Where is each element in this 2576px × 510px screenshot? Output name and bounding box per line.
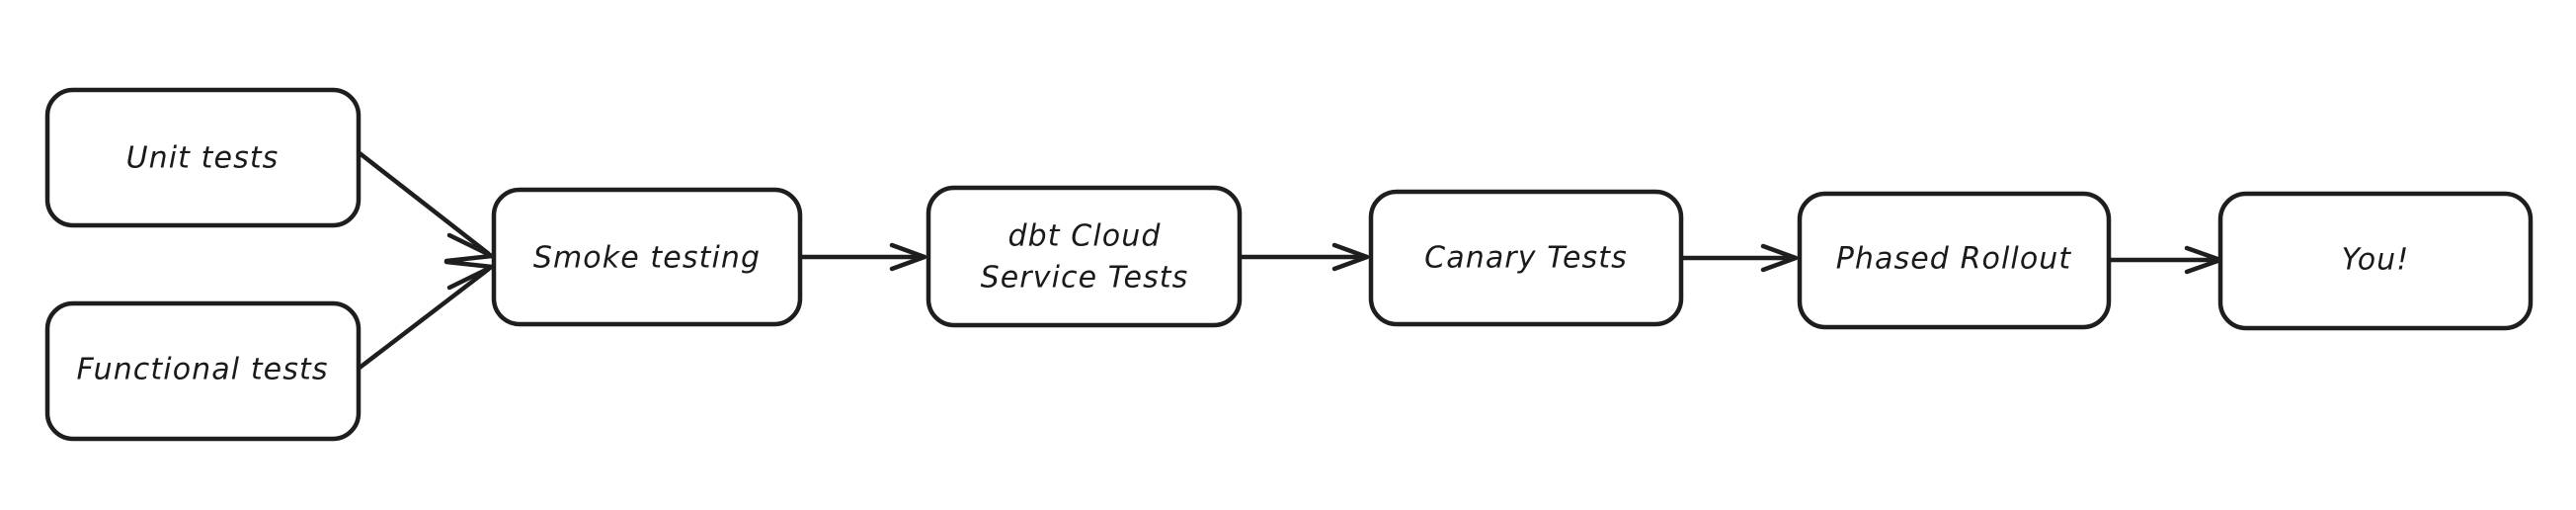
node-canary-tests[interactable]: Canary Tests: [1368, 189, 1684, 327]
node-unit-tests-shape[interactable]: [44, 87, 362, 228]
node-dbt-cloud-service-tests-label-line2: Service Tests: [981, 261, 1189, 296]
node-phased-rollout-label: Phased Rollout: [1836, 242, 2072, 277]
node-dbt-cloud-service-tests[interactable]: dbt Cloud Service Tests: [926, 185, 1243, 328]
edge-canary-to-phased: [1681, 243, 1799, 273]
node-you-label: You!: [2342, 243, 2410, 278]
node-functional-tests-label: Functional tests: [76, 353, 328, 387]
node-phased-rollout[interactable]: Phased Rollout: [1797, 191, 2112, 330]
node-canary-tests-label: Canary Tests: [1424, 241, 1628, 276]
node-dbt-cloud-service-tests-shape[interactable]: [926, 185, 1243, 328]
edge-smoke-to-dbt: [800, 242, 927, 272]
node-you[interactable]: You!: [2217, 191, 2534, 331]
node-unit-tests-label: Unit tests: [126, 141, 280, 176]
node-functional-tests-shape[interactable]: [44, 300, 362, 442]
edge-dbt-to-canary: [1240, 242, 1370, 272]
edge-unit-to-smoke: [358, 151, 495, 264]
node-unit-tests[interactable]: Unit tests: [44, 87, 362, 228]
node-functional-tests[interactable]: Functional tests: [44, 300, 362, 442]
node-canary-tests-shape[interactable]: [1368, 189, 1684, 327]
node-smoke-testing-label: Smoke testing: [533, 241, 761, 276]
node-smoke-testing[interactable]: Smoke testing: [491, 187, 803, 327]
node-dbt-cloud-service-tests-label-line1: dbt Cloud: [1008, 219, 1162, 254]
edge-functional-to-smoke: [358, 259, 495, 370]
node-you-shape[interactable]: [2217, 191, 2534, 331]
node-smoke-testing-shape[interactable]: [491, 187, 803, 327]
edge-phased-to-you: [2111, 245, 2223, 275]
node-phased-rollout-shape[interactable]: [1797, 191, 2112, 330]
